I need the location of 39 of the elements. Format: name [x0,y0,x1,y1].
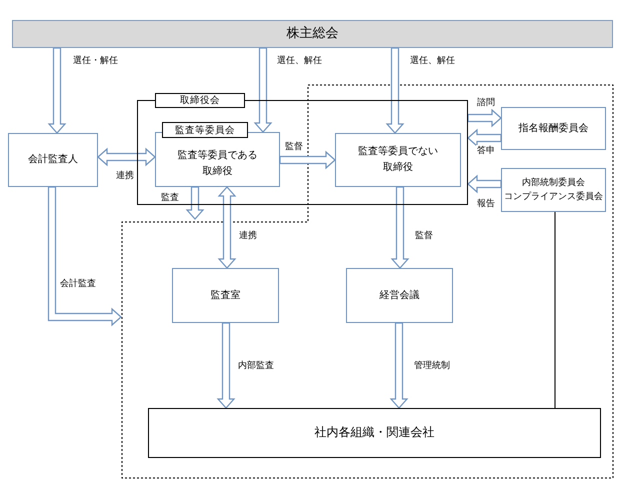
hollow-arrow [390,322,408,409]
edge-label: 管理統制 [413,360,451,372]
edge-label: 選任、解任 [409,55,456,67]
hollow-arrow [218,186,236,269]
org-box: 会計監査人 [8,133,98,187]
hollow-arrow [467,128,502,148]
org-box: 経営会議 [346,268,453,323]
org-box: 内部統制委員会 コンプライアンス委員会 [501,168,606,212]
hollow-arrow [186,186,204,220]
connector-line [554,212,556,408]
meeting-bar: 株主総会 [12,20,613,48]
hollow-arrow [386,47,404,134]
edge-label: 監督 [284,141,304,153]
hollow-arrow [467,174,502,194]
edge-label: 報告 [476,198,496,210]
hollow-arrow [390,186,410,269]
org-box: 監査等委員でない取締役 [335,133,461,187]
hollow-arrow [97,148,156,166]
hollow-arrow [467,108,502,128]
org-box: 社内各組織・関連会社 [148,408,601,458]
edge-label: 連携 [238,230,258,242]
edge-label: 会計監査 [59,278,97,290]
edge-label: 答申 [476,145,496,157]
hollow-arrow [216,322,236,409]
edge-label: 監査 [160,192,180,204]
edge-label: 選任・解任 [72,55,119,67]
org-box: 指名報酬委員会 [501,107,606,150]
edge-label: 監督 [414,230,434,242]
hollow-arrow [279,150,336,170]
edge-label: 連携 [115,170,135,182]
hollow-arrow [48,186,122,326]
org-box: 監査室 [172,268,279,323]
edge-label: 諮問 [476,97,496,109]
edge-label: 内部監査 [237,360,275,372]
hollow-arrow [48,47,66,134]
edge-label: 選任、解任 [276,55,323,67]
hollow-arrow [254,47,272,133]
title-tab: 監査等委員会 [162,122,248,138]
title-tab: 取締役会 [155,93,245,108]
